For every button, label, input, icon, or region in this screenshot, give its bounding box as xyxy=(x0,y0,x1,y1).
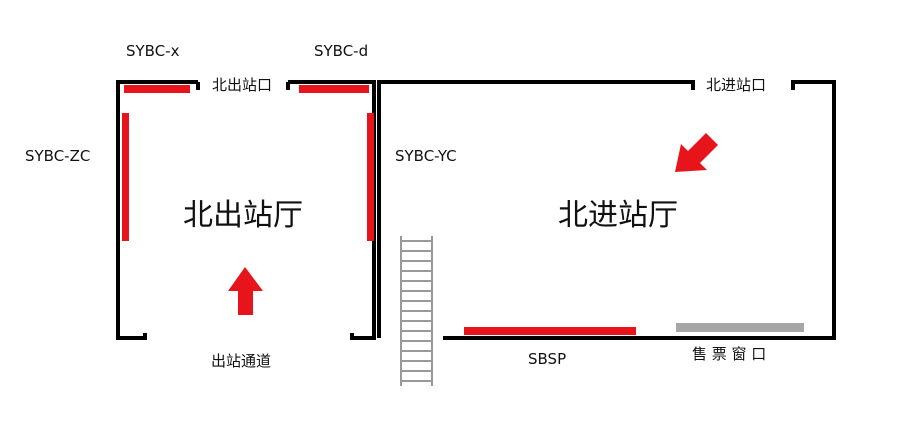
marker-sybc-x xyxy=(124,85,190,93)
stairs xyxy=(400,236,433,386)
label-ticket-window: 售 票 窗 口 xyxy=(692,345,767,363)
exit-hall-walls xyxy=(116,80,376,340)
red-markers xyxy=(122,85,636,335)
label-sybc-yc: SYBC-YC xyxy=(395,147,457,165)
ticket-window-bar xyxy=(676,323,804,332)
label-north-exit-hall: 北出站厅 xyxy=(183,198,303,233)
exit-hall-wall-left xyxy=(116,80,198,340)
marker-sbsp xyxy=(464,327,636,335)
label-north-entry-hall: 北进站厅 xyxy=(558,198,678,233)
label-sybc-x: SYBC-x xyxy=(126,42,180,60)
entry-hall-wall-top-right xyxy=(443,80,836,340)
marker-sybc-yc xyxy=(367,113,374,241)
label-sybc-d: SYBC-d xyxy=(314,42,369,60)
arrow-up-icon xyxy=(228,267,263,315)
label-sybc-zc: SYBC-ZC xyxy=(25,147,91,165)
label-north-entry-gate: 北进站口 xyxy=(706,76,767,94)
exit-hall-wall-right xyxy=(288,80,376,340)
label-sbsp: SBSP xyxy=(528,350,567,368)
marker-sybc-zc xyxy=(122,113,129,241)
entry-hall-walls xyxy=(377,80,836,340)
label-north-exit-gate: 北出站口 xyxy=(212,76,273,94)
entry-hall-wall-top-left xyxy=(377,80,695,338)
marker-sybc-d xyxy=(299,85,369,93)
label-exit-passage: 出站通道 xyxy=(211,352,272,370)
arrow-down-left-icon xyxy=(675,133,718,172)
